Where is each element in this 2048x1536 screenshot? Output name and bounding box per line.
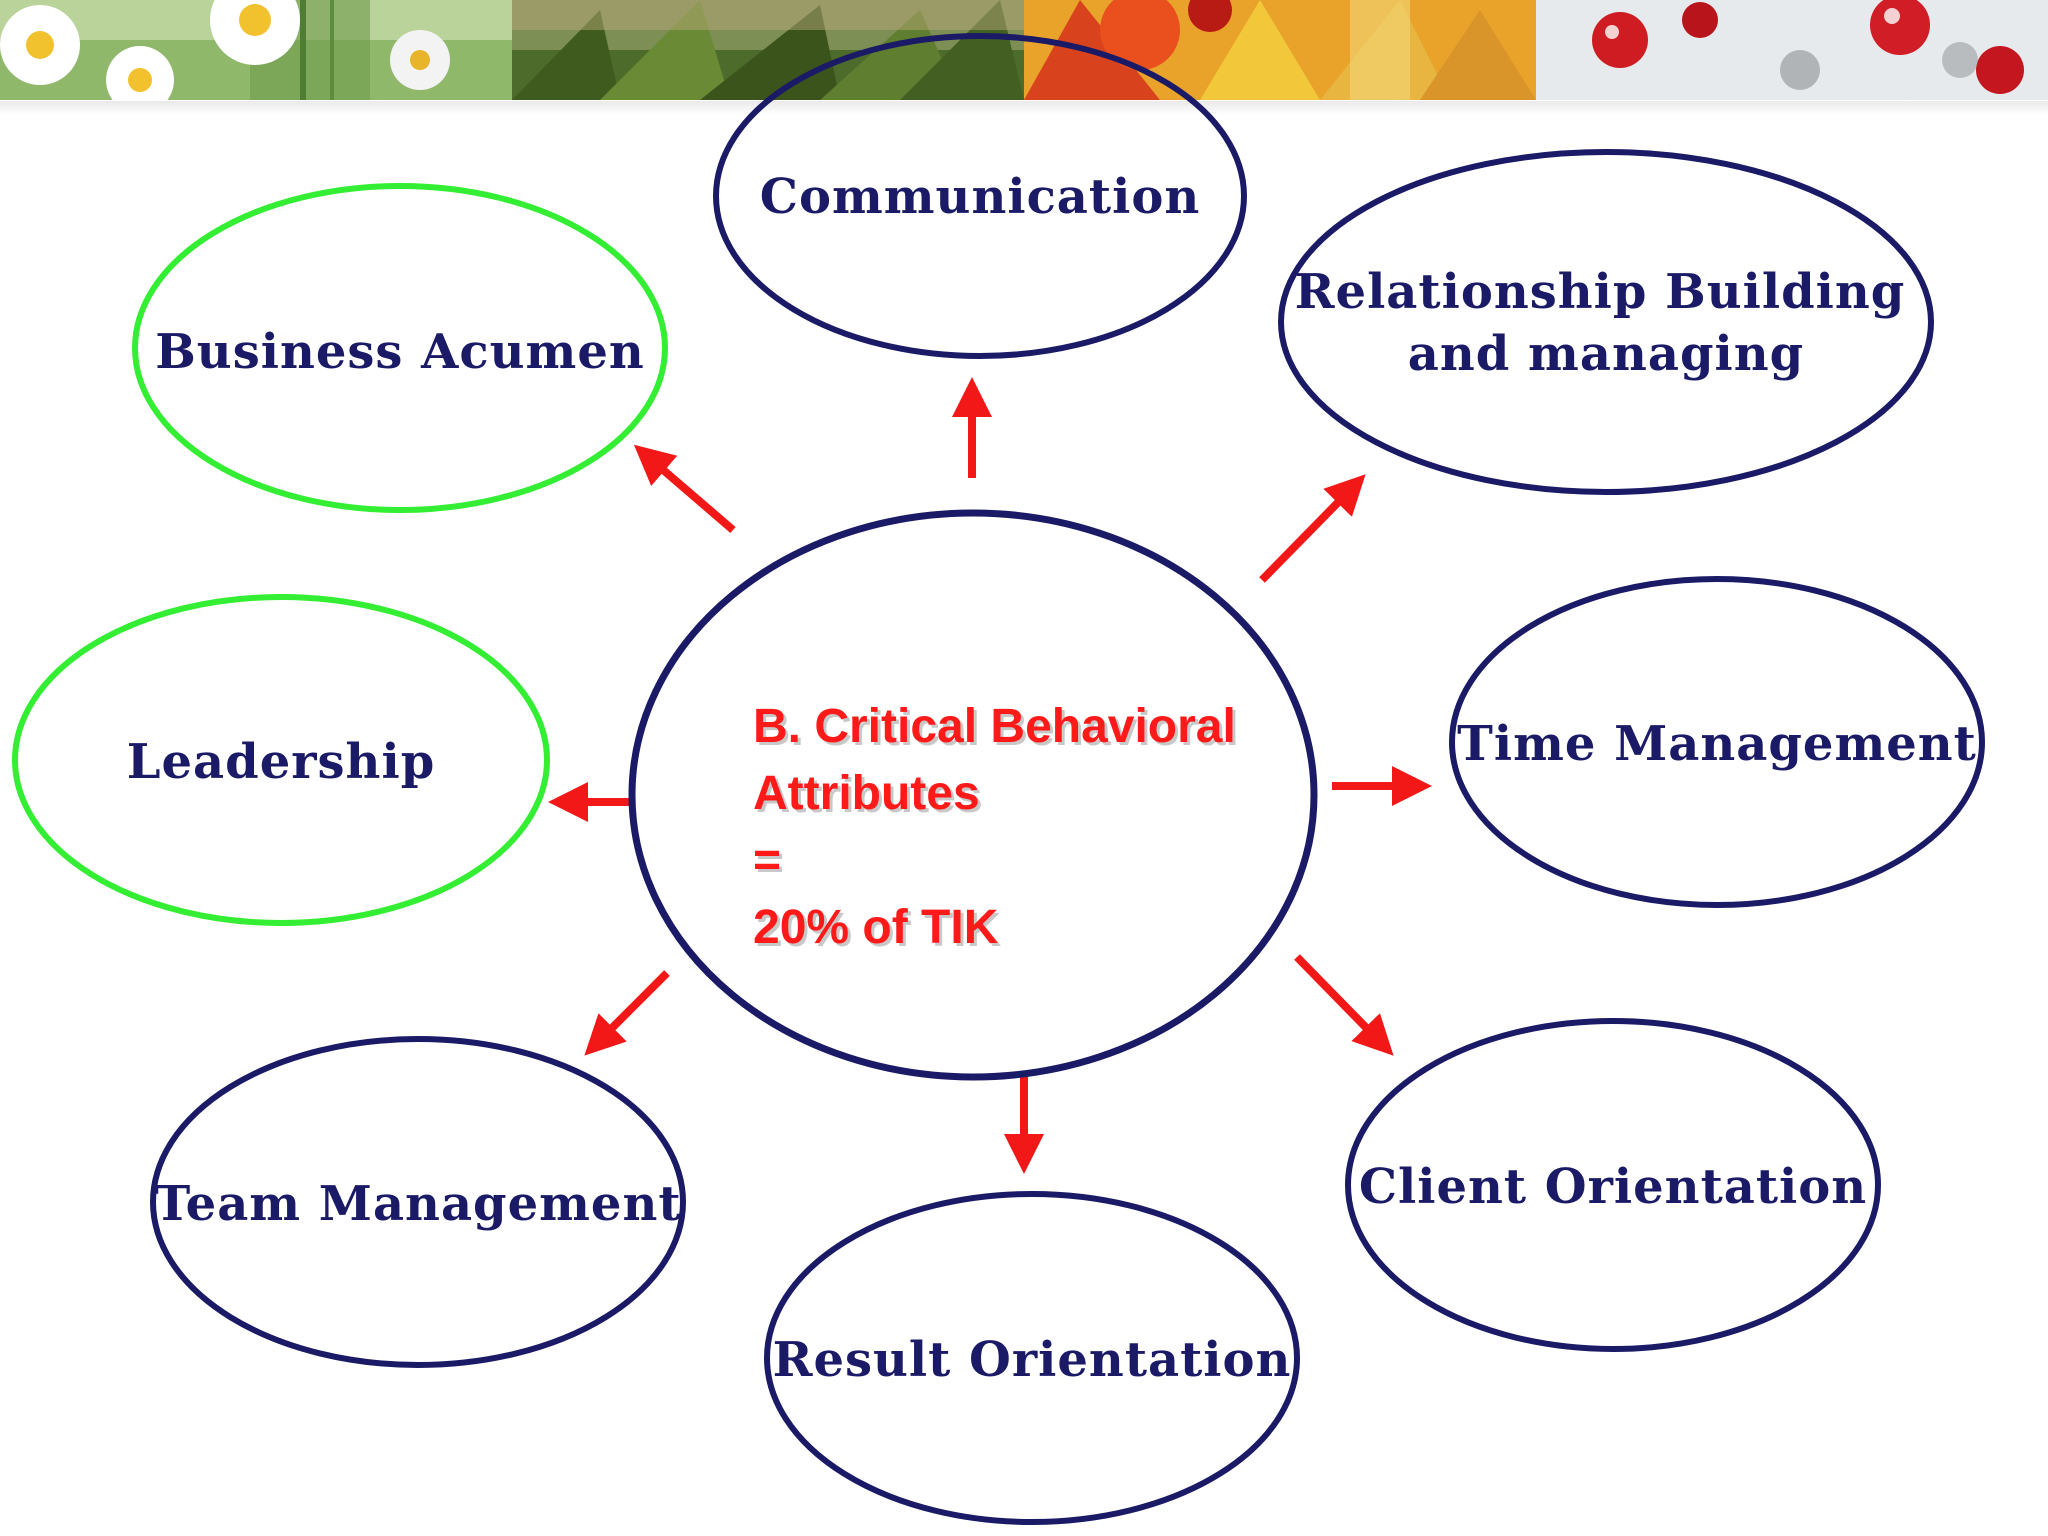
banner-winter-segment: [1536, 0, 2048, 100]
relationship-label-line1: Relationship Building: [1295, 264, 1906, 320]
result-orientation-label: Result Orientation: [773, 1332, 1292, 1388]
arrow-to-business-acumen: [633, 444, 736, 534]
center-percentage-shadow: 20% of TIK: [756, 904, 1002, 957]
center-title-line1: B. Critical Behavioral: [753, 700, 1236, 753]
node-team-management: Team Management: [150, 1036, 686, 1368]
time-management-label: Time Management: [1457, 716, 1977, 772]
relationship-label-line2: and managing: [1408, 326, 1804, 382]
banner-image: [0, 0, 2048, 100]
node-business-acumen: Business Acumen: [132, 183, 668, 513]
banner-autumn-segment: [1024, 0, 1536, 100]
center-percentage: 20% of TIK: [753, 901, 999, 954]
leadership-label: Leadership: [127, 734, 436, 790]
time-management-ellipse: [1449, 576, 1985, 908]
node-communication: Communication: [713, 33, 1247, 359]
client-orientation-label: Client Orientation: [1359, 1159, 1867, 1215]
communication-label: Communication: [760, 169, 1200, 225]
node-client-orientation: Client Orientation: [1345, 1018, 1881, 1352]
business-acumen-label: Business Acumen: [155, 324, 645, 380]
center-equals-shadow: =: [756, 837, 784, 890]
relationship-ellipse: [1278, 149, 1934, 495]
node-leadership: Leadership: [12, 594, 550, 926]
center-title-line2-shadow: Attributes: [756, 770, 983, 823]
node-relationship: Relationship Building and managing: [1278, 149, 1934, 495]
communication-ellipse: [713, 33, 1247, 359]
arrow-to-relationship: [1259, 474, 1366, 583]
arrow-to-client-orientation: [1294, 954, 1394, 1056]
banner-palm-segment: [512, 0, 1024, 100]
client-orientation-ellipse: [1345, 1018, 1881, 1352]
team-management-label: Team Management: [154, 1176, 681, 1232]
node-time-management: Time Management: [1449, 576, 1985, 908]
team-management-ellipse: [150, 1036, 686, 1368]
center-node: B. Critical Behavioral B. Critical Behav…: [628, 509, 1318, 1081]
arrows: [548, 377, 1432, 1174]
center-title-line2: Attributes: [753, 767, 980, 820]
seasonal-banner: [0, 0, 2048, 100]
center-ellipse: [628, 509, 1318, 1081]
business-acumen-ellipse: [132, 183, 668, 513]
node-result-orientation: Result Orientation: [764, 1191, 1300, 1525]
leadership-ellipse: [12, 594, 550, 926]
center-title-line1-shadow: B. Critical Behavioral: [756, 703, 1239, 756]
banner-divider: [0, 101, 2048, 115]
banner-daisy-segment: [0, 0, 512, 100]
result-orientation-ellipse: [764, 1191, 1300, 1525]
center-equals: =: [753, 834, 781, 887]
arrow-to-team-management: [584, 970, 670, 1056]
